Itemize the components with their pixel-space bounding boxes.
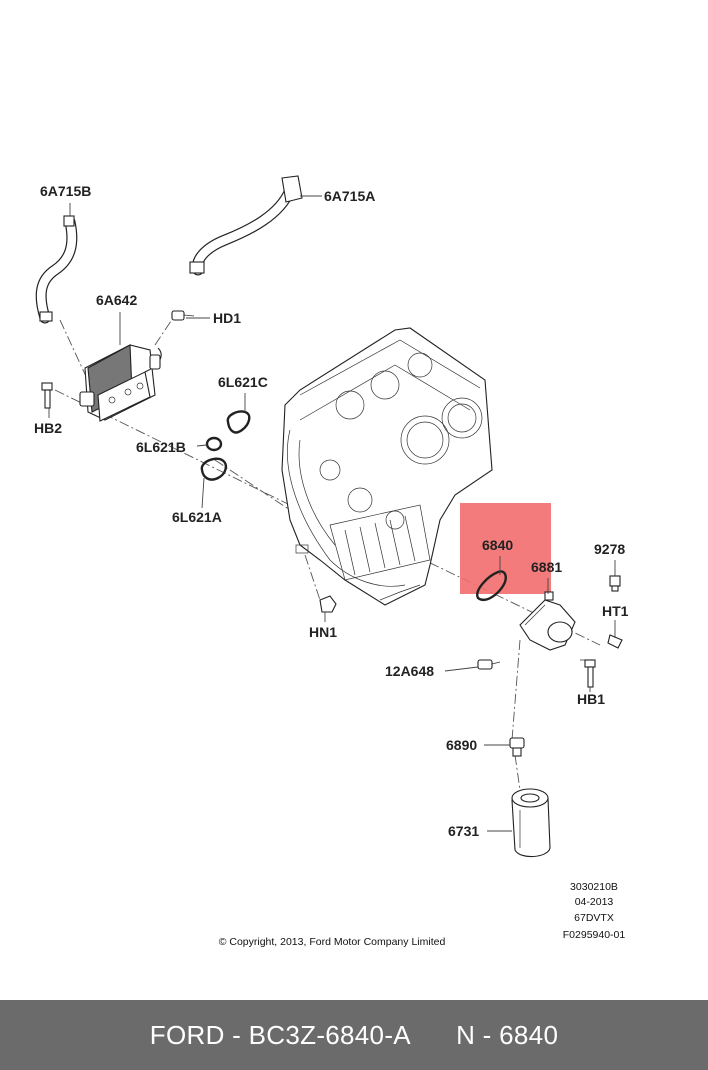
oil-filter-adapter-6881: [519, 591, 576, 651]
footer-spacer: [411, 1020, 456, 1051]
callout-6840: 6840: [482, 537, 513, 553]
seal-6L621B: [205, 436, 223, 452]
sensor-HT1: [607, 634, 623, 649]
footer-part-number: FORD - BC3Z-6840-A: [149, 1019, 411, 1050]
callout-HN1: HN1: [309, 624, 337, 640]
fitting-6890: [509, 737, 525, 757]
meta-figure: F0295940-01: [563, 929, 626, 941]
callout-6A642: 6A642: [96, 292, 137, 308]
oil-cooler-hose-6A715A: [189, 175, 303, 276]
oil-cooler-6A642: [79, 344, 162, 422]
gasket-6L621A: [200, 457, 228, 481]
callout-6881: 6881: [531, 559, 562, 575]
callout-HB1: HB1: [577, 691, 605, 707]
oil-cooler-hose-6A715B: [35, 215, 78, 324]
footer-reference: N - 6840: [456, 1019, 559, 1050]
gasket-6L621C: [226, 410, 251, 434]
callout-labels: 6A715B 6A715A 6A642 HD1 HB2 6L621C 6L621…: [34, 183, 629, 839]
callout-6L621C: 6L621C: [218, 374, 268, 390]
figure-metadata: 3030210B 04-2013 67DVTX F0295940-01: [563, 881, 626, 941]
sensor-12A648: [477, 659, 501, 670]
callout-6A715A: 6A715A: [324, 188, 375, 204]
oil-filter-6731: [511, 788, 551, 858]
engine-block: [281, 327, 493, 606]
copyright-notice: © Copyright, 2013, Ford Motor Company Li…: [219, 936, 446, 948]
clip-HD1: [171, 310, 195, 321]
meta-code: 3030210B: [570, 881, 618, 893]
nut-HN1: [319, 595, 337, 613]
callout-6731: 6731: [448, 823, 479, 839]
meta-variant: 67DVTX: [574, 912, 614, 924]
callout-9278: 9278: [594, 541, 625, 557]
gasket-6840: [476, 570, 507, 601]
footer-bar: FORD - BC3Z-6840-A N - 6840: [0, 1000, 708, 1070]
bolt-HB2: [41, 382, 53, 409]
callout-HB2: HB2: [34, 420, 62, 436]
callout-6L621B: 6L621B: [136, 439, 186, 455]
callout-12A648: 12A648: [385, 663, 434, 679]
callout-HD1: HD1: [213, 310, 241, 326]
callout-6L621A: 6L621A: [172, 509, 222, 525]
callout-6890: 6890: [446, 737, 477, 753]
callout-HT1: HT1: [602, 603, 629, 619]
sensor-9278: [609, 575, 621, 592]
callout-6A715B: 6A715B: [40, 183, 91, 199]
leader-lines: [48, 195, 616, 832]
meta-date: 04-2013: [575, 896, 614, 908]
parts-diagram: 6A715B 6A715A 6A642 HD1 HB2 6L621C 6L621…: [34, 175, 629, 948]
bolt-HB1: [584, 659, 596, 688]
